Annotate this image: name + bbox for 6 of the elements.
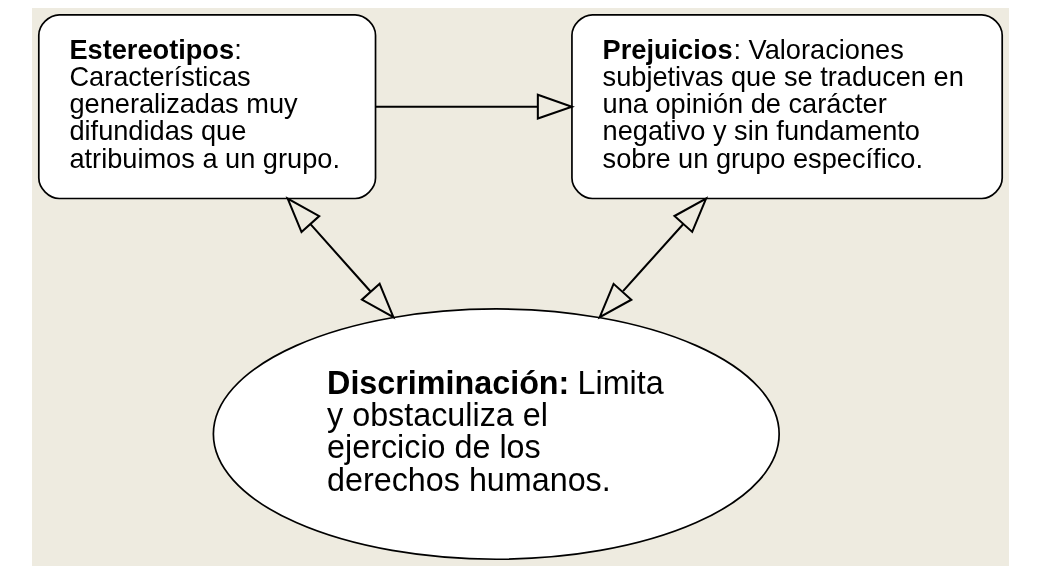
arrow xyxy=(375,93,575,120)
node-ellipse: Discriminación: Limita y obstaculiza el ejercicio de los derechos humanos. xyxy=(212,308,780,561)
arrow xyxy=(597,196,709,320)
node-box: Prejuicios: Valoraciones subjetivas que se traducen en una opinión de carácter negativo y sin fundamento sobre un grupo específico. xyxy=(571,14,1004,200)
arrow xyxy=(285,196,396,320)
node-box: Estereotipos: Características generalizadas muy difundidas que atribuimos a un grupo. xyxy=(37,14,377,200)
